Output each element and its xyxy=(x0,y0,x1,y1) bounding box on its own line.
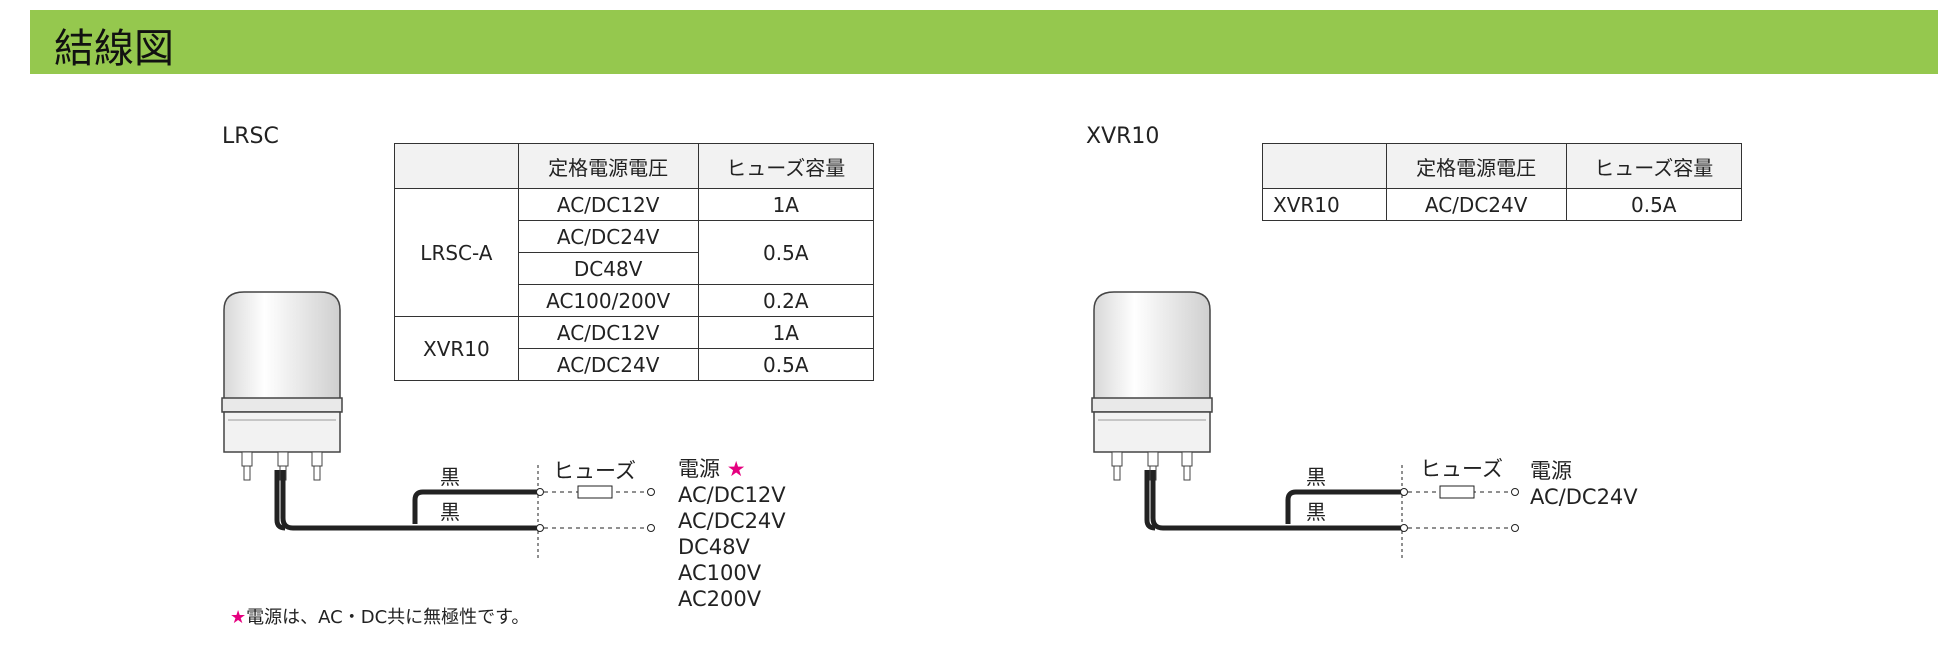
terminal-point xyxy=(536,524,544,532)
left-spec-table: 定格電源電圧 ヒューズ容量 LRSC-A AC/DC12V 1A AC/DC24… xyxy=(394,143,875,381)
fuse-label: ヒューズ xyxy=(1420,457,1503,481)
power-title-text: 電源 xyxy=(678,457,720,481)
table-row: AC/DC24V 0.5A xyxy=(395,348,875,381)
power-option: AC100V xyxy=(678,561,762,585)
section-header-bar: 結線図 xyxy=(30,10,1938,74)
wire-label: 黒 xyxy=(1306,465,1326,489)
power-option: DC48V xyxy=(678,535,750,559)
voltage-cell: AC/DC24V xyxy=(517,220,699,253)
table-header-cell xyxy=(1262,143,1387,189)
star-mark: ★ xyxy=(726,457,746,481)
fuse-cell: 0.5A xyxy=(697,220,875,285)
power-title: 電源 ★ xyxy=(678,456,786,482)
wire-label: 黒 xyxy=(440,500,460,524)
signal-light-icon xyxy=(1091,291,1213,453)
fuse-cell: 1A xyxy=(697,316,875,349)
right-wires xyxy=(1144,470,1402,531)
left-section-label: LRSC xyxy=(222,124,279,149)
table-row: XVR10 AC/DC24V 0.5A xyxy=(1262,188,1742,221)
table-row: XVR10 AC/DC12V 1A xyxy=(394,316,875,381)
left-wires xyxy=(274,470,540,531)
voltage-cell: AC100/200V xyxy=(517,284,699,317)
power-option: AC/DC12V xyxy=(678,483,786,507)
right-power-supply-list: 電源 AC/DC24V xyxy=(1530,458,1638,510)
voltage-cell: AC/DC24V xyxy=(1385,188,1567,221)
voltage-cell: DC48V xyxy=(517,252,699,285)
fuse-label: ヒューズ xyxy=(553,459,636,483)
table-header-cell: ヒューズ容量 xyxy=(697,143,875,189)
left-power-supply-list: 電源 ★ AC/DC12V AC/DC24V DC48V AC100V AC20… xyxy=(678,456,786,612)
fuse-cell: 0.5A xyxy=(697,348,875,381)
table-row: AC/DC24V 0.5A xyxy=(395,220,875,285)
table-row: AC100/200V 0.2A xyxy=(395,284,875,317)
power-option: AC/DC24V xyxy=(1530,485,1638,509)
fuse-icon xyxy=(1439,485,1475,499)
table-row: LRSC-A AC/DC12V 1A xyxy=(394,188,875,317)
fuse-cell: 0.5A xyxy=(1565,188,1742,221)
model-cell: XVR10 xyxy=(394,316,519,381)
model-cell: XVR10 xyxy=(1262,188,1387,221)
fuse-cell: 0.2A xyxy=(697,284,875,317)
table-header-cell: ヒューズ容量 xyxy=(1565,143,1742,189)
voltage-cell: AC/DC24V xyxy=(517,348,699,381)
model-cell: LRSC-A xyxy=(394,188,519,317)
power-title: 電源 xyxy=(1530,459,1572,483)
fuse-icon xyxy=(577,485,613,499)
power-option: AC200V xyxy=(678,587,762,611)
right-section-label: XVR10 xyxy=(1086,124,1160,149)
voltage-cell: AC/DC12V xyxy=(517,316,699,349)
wire-label: 黒 xyxy=(440,465,460,489)
right-spec-table: 定格電源電圧 ヒューズ容量 XVR10 AC/DC24V 0.5A xyxy=(1262,143,1742,221)
terminal-point xyxy=(1511,488,1519,496)
table-header-cell: 定格電源電圧 xyxy=(1385,143,1567,189)
table-row: DC48V xyxy=(395,252,874,285)
table-header-cell xyxy=(394,143,519,189)
terminal-point xyxy=(1400,488,1408,496)
terminal-point xyxy=(1511,524,1519,532)
power-option: AC/DC24V xyxy=(678,509,786,533)
table-header-row: 定格電源電圧 ヒューズ容量 xyxy=(1262,143,1742,189)
signal-light-icon xyxy=(221,291,343,453)
voltage-cell: AC/DC12V xyxy=(517,188,699,221)
terminal-point xyxy=(647,524,655,532)
terminal-point xyxy=(536,488,544,496)
table-header-row: 定格電源電圧 ヒューズ容量 xyxy=(394,143,875,189)
star-mark: ★ xyxy=(230,607,247,628)
wire-label: 黒 xyxy=(1306,500,1326,524)
page-title: 結線図 xyxy=(54,26,174,72)
terminal-point xyxy=(1400,524,1408,532)
fuse-cell: 1A xyxy=(697,188,875,221)
footnote-text: 電源は、AC・DC共に無極性です。 xyxy=(246,607,530,628)
terminal-point xyxy=(647,488,655,496)
footnote: ★電源は、AC・DC共に無極性です。 xyxy=(230,603,529,629)
